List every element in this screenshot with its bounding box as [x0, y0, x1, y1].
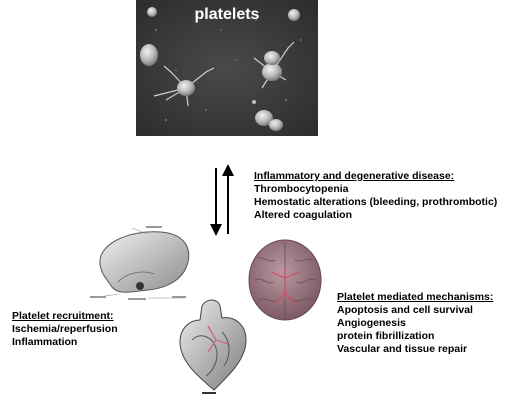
disease-item: Thrombocytopenia: [254, 183, 349, 195]
brain-illustration: [248, 239, 322, 321]
recruitment-heading: Platelet recruitment:: [12, 310, 114, 322]
mechanisms-heading: Platelet mediated mechanisms:: [337, 291, 494, 303]
disease-block: Inflammatory and degenerative disease: T…: [254, 170, 497, 222]
disease-item: Altered coagulation: [254, 209, 353, 221]
mechanisms-block: Platelet mediated mechanisms: Apoptosis …: [337, 291, 493, 356]
recruitment-item: Ischemia/reperfusion: [12, 323, 118, 335]
up-arrowhead: [222, 164, 234, 176]
disease-item: Hemostatic alterations (bleeding, prothr…: [254, 196, 498, 208]
recruitment-block: Platelet recruitment: Ischemia/reperfusi…: [12, 310, 118, 349]
mechanisms-item: protein fibrillization: [337, 330, 435, 342]
down-arrowhead: [210, 224, 222, 236]
mechanisms-item: Vascular and tissue repair: [337, 343, 468, 355]
mechanisms-item: Apoptosis and cell survival: [337, 304, 473, 316]
bidirectional-arrows: [210, 164, 234, 236]
micrograph-title: platelets: [194, 6, 260, 23]
heart-illustration: [179, 299, 247, 394]
liver-illustration: [90, 226, 190, 300]
platelet-cells: [136, 0, 318, 136]
platelets-micrograph: platelets: [136, 0, 318, 136]
recruitment-item: Inflammation: [12, 336, 78, 348]
disease-heading: Inflammatory and degenerative disease:: [254, 170, 455, 182]
mechanisms-item: Angiogenesis: [337, 317, 406, 329]
